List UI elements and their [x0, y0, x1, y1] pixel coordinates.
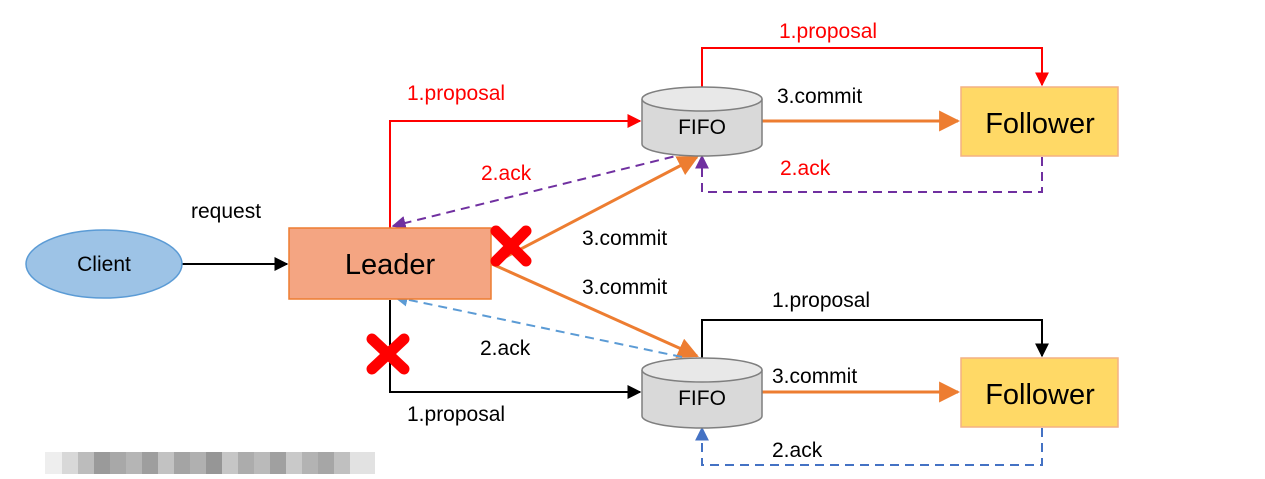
follower-bottom-node: Follower [960, 357, 1119, 428]
label-fifo-bottom-proposal: 1.proposal [772, 289, 870, 312]
label-fifo-top-commit: 3.commit [777, 85, 862, 108]
edge-fifo-bottom-proposal [701, 319, 1049, 359]
fifo-top-node: FIFO [641, 86, 763, 157]
label-leader-commit-bottom: 3.commit [582, 276, 667, 299]
label-follower-bottom-ack: 2.ack [772, 439, 823, 462]
edge-fifo-top-proposal [701, 47, 1049, 89]
edge-leader-proposal-bottom [389, 300, 642, 399]
edge-follower-top-ack [695, 154, 1043, 193]
label-leader-proposal-bottom: 1.proposal [407, 403, 505, 426]
blurred-watermark [45, 452, 375, 474]
fifo-bottom-node: FIFO [641, 357, 763, 429]
fifo-bottom-label: FIFO [678, 387, 726, 410]
label-leader-ack-top: 2.ack [481, 162, 532, 185]
edge-leader-ack-top [391, 152, 689, 230]
failure-x-mark-commit [490, 225, 532, 267]
follower-bottom-label: Follower [985, 379, 1095, 411]
fifo-top-label: FIFO [678, 116, 726, 139]
label-leader-ack-bottom: 2.ack [480, 337, 531, 360]
edge-leader-proposal-top [389, 114, 642, 228]
client-node: Client [25, 229, 183, 299]
edge-leader-commit-bottom [491, 262, 699, 358]
failure-x-mark-proposal [366, 333, 410, 375]
leader-label: Leader [345, 249, 436, 281]
follower-top-label: Follower [985, 108, 1095, 140]
edge-leader-commit-top [491, 155, 699, 266]
edge-leader-ack-bottom [393, 292, 683, 358]
edge-follower-bottom-ack [695, 426, 1043, 466]
client-label: Client [77, 253, 131, 276]
label-fifo-top-proposal: 1.proposal [779, 20, 877, 43]
leader-node: Leader [288, 227, 492, 300]
label-follower-top-ack: 2.ack [780, 157, 831, 180]
label-leader-commit-top: 3.commit [582, 227, 667, 250]
follower-top-node: Follower [960, 86, 1119, 157]
label-leader-proposal-top: 1.proposal [407, 82, 505, 105]
label-fifo-bottom-commit: 3.commit [772, 365, 857, 388]
label-request: request [191, 200, 261, 223]
